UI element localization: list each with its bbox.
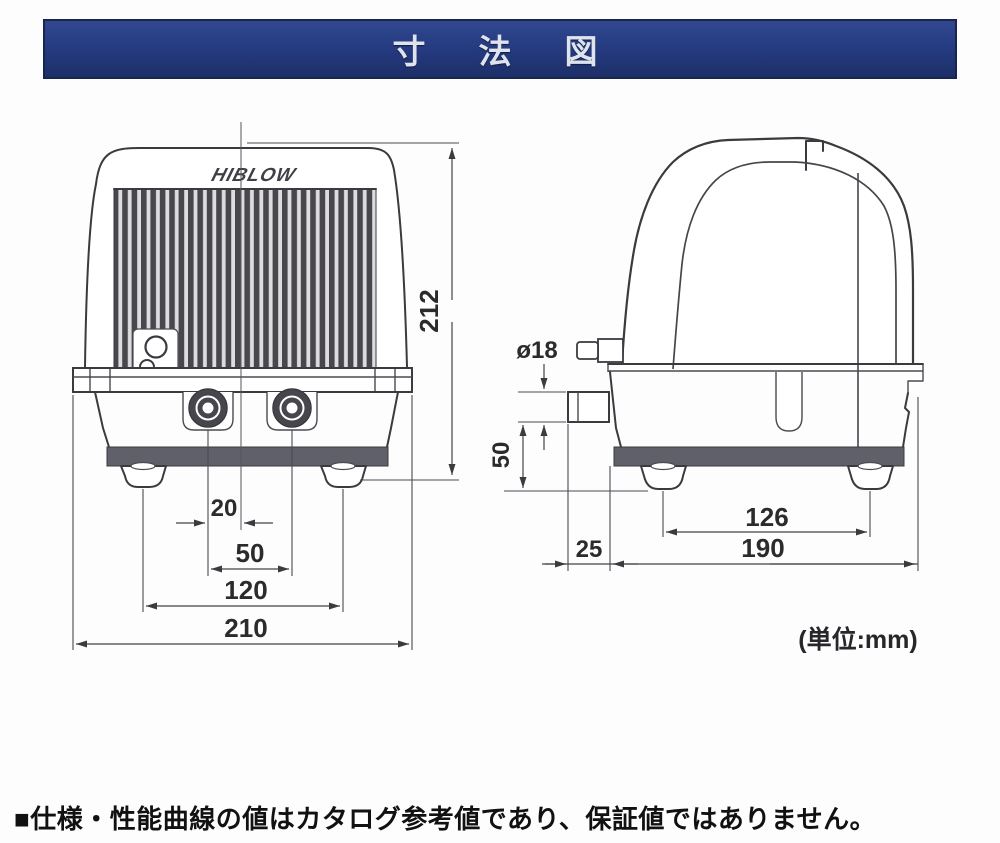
side-foot-left: [640, 461, 687, 490]
footnote: ■仕様・性能曲線の値はカタログ参考値であり、保証値ではありません。: [14, 804, 877, 834]
side-flange: [607, 363, 924, 393]
handle-tab: [805, 140, 824, 171]
upper-nozzle: [576, 338, 624, 363]
dim-feet-pitch-label: 120: [224, 575, 267, 605]
dim-total-depth-label: 190: [741, 533, 784, 563]
dim-total-width-label: 210: [224, 613, 267, 643]
front-dimensions: 212 20 50 120 210: [72, 142, 459, 650]
outlet-port-left: [188, 388, 228, 428]
outlet-port-right: [272, 388, 312, 428]
dim-port-pitch-label: 50: [236, 538, 265, 568]
dim-total-height-label: 212: [414, 289, 444, 332]
brand-logo: HIBLOW: [209, 164, 299, 186]
header-bar: 寸 法 図: [43, 19, 957, 79]
dim-port-diameter-label: ø18: [516, 337, 557, 364]
dim-side-feet-pitch-label: 126: [745, 502, 788, 532]
side-foot-right: [847, 461, 894, 490]
mounting-flange: [72, 367, 413, 393]
page-title: 寸 法 図: [392, 33, 608, 70]
front-foot-left: [120, 461, 167, 488]
dim-port-height-label: 50: [488, 442, 515, 469]
air-port-tube: [567, 391, 610, 423]
side-dome: [620, 136, 915, 365]
dim-port-offset-label: 20: [211, 495, 238, 522]
side-dimensions: ø18 50 126 25 190 (単位:mm): [488, 337, 919, 654]
front-foot-right: [320, 461, 367, 488]
side-view: [567, 136, 924, 490]
handle-slot: [775, 372, 803, 432]
front-view: HIBLOW: [72, 122, 413, 530]
side-inner-shell: [672, 161, 897, 370]
units-label: (単位:mm): [798, 625, 917, 654]
dim-port-setback-label: 25: [576, 536, 603, 563]
side-base-band: [613, 446, 905, 467]
front-base: [94, 391, 399, 448]
front-base-band: [106, 446, 389, 467]
side-base: [609, 371, 910, 467]
